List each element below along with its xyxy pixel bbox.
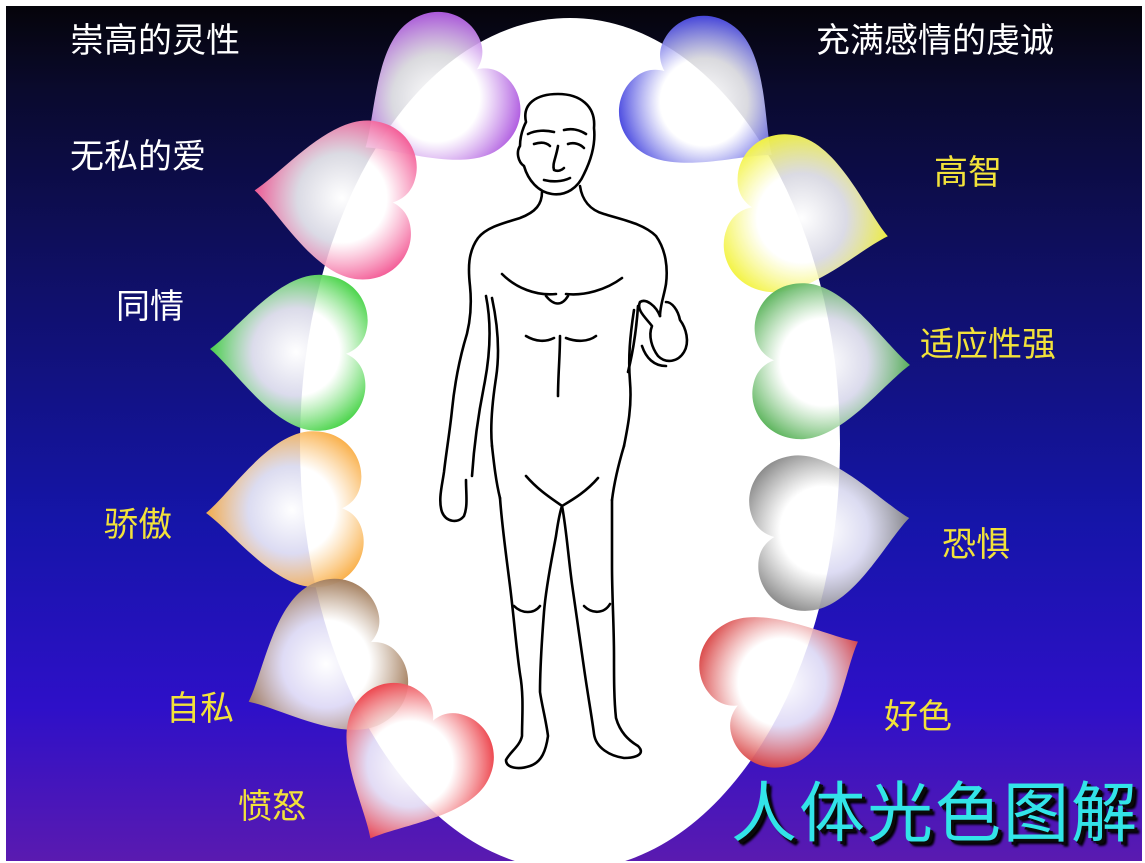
hearts-group	[206, 11, 910, 839]
heart-fill	[723, 134, 888, 293]
human-figure	[439, 92, 689, 770]
heart-fill	[210, 274, 368, 431]
heart-fill	[618, 15, 772, 163]
heart-shape	[618, 15, 772, 163]
diagram-slide: 崇高的灵性 无私的爱 同情 骄傲 自私 愤怒 充满感情的虔诚 高智 适应性强 恐…	[6, 6, 1142, 861]
label-adaptability: 适应性强	[920, 325, 1056, 365]
heart-fill	[699, 617, 858, 768]
label-devout-affection: 充满感情的虔诚	[816, 21, 1054, 61]
heart-shape	[365, 11, 521, 160]
label-lofty-spirituality: 崇高的灵性	[70, 21, 240, 61]
label-anger: 愤怒	[238, 787, 306, 827]
heart-fill	[254, 120, 417, 280]
heart-shape	[254, 120, 417, 280]
heart-shape	[699, 617, 858, 768]
label-pride: 骄傲	[104, 505, 172, 545]
heart-fill	[749, 455, 910, 611]
diagram-art	[206, 11, 910, 839]
label-lust: 好色	[884, 697, 952, 737]
heart-fill	[365, 11, 521, 160]
heart-shape	[346, 682, 494, 839]
heart-shape	[749, 455, 910, 611]
heart-shape	[752, 283, 910, 440]
heart-shape	[206, 431, 364, 588]
diagram-title: 人体光色图解	[731, 775, 1139, 852]
heart-fill	[752, 283, 910, 440]
label-selfless-love: 无私的爱	[70, 137, 206, 177]
label-fear: 恐惧	[942, 525, 1010, 565]
heart-fill	[206, 431, 364, 588]
heart-shape	[210, 274, 368, 431]
label-high-intellect: 高智	[934, 153, 1002, 193]
heart-fill	[346, 682, 494, 839]
label-selfishness: 自私	[166, 689, 234, 729]
label-compassion: 同情	[116, 287, 184, 327]
heart-shape	[723, 134, 888, 293]
